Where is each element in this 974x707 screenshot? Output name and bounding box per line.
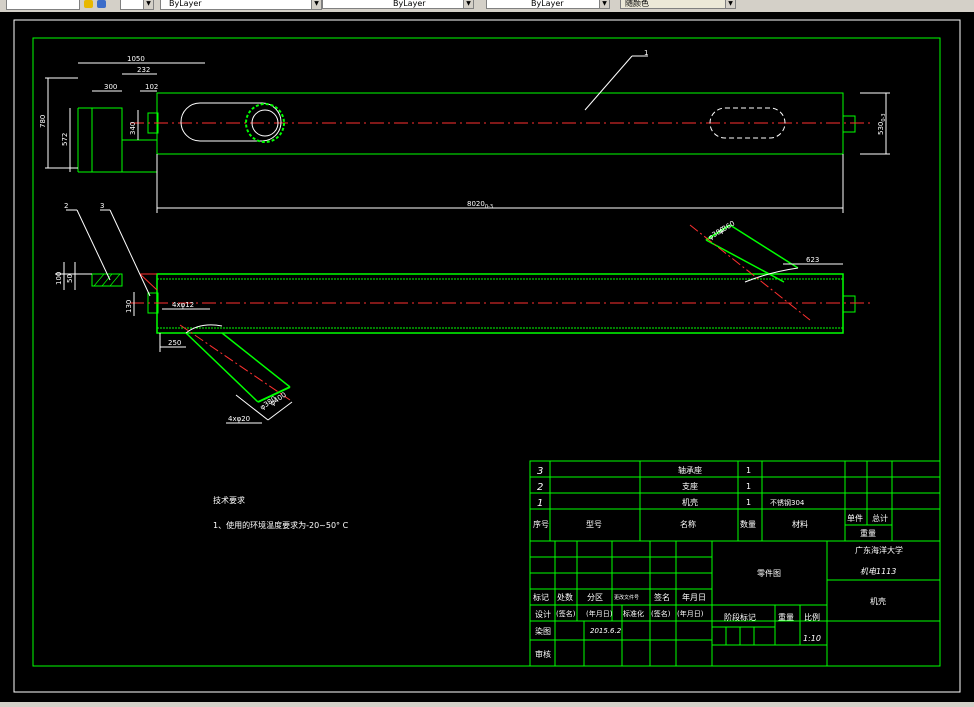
title-zone: 分区 [587,593,603,602]
front-view-outlet-pipe [705,224,799,283]
title-date-paren-2: (年月日) [677,609,704,618]
balloon-3-leader [109,209,151,297]
parts-header-weight: 重量 [860,528,876,538]
dim-250: 250 [168,339,181,347]
parts-row-3-name: 机壳 [682,497,698,507]
linetype-value: ByLayer [169,0,202,8]
title-design-date: 2015.6.2 [590,627,622,635]
parts-row-2-no: 2 [537,482,543,493]
linetype-dropdown[interactable]: ByLayer▼ [160,0,322,10]
color-style-value: 随颜色 [625,0,649,8]
title-weight: 重量 [778,612,794,622]
title-stage-mark: 阶段标记 [724,612,756,622]
parts-header-total-weight: 总计 [872,513,888,523]
title-class: 机电1113 [860,567,896,576]
sheet-border [13,19,961,693]
frame-border [32,37,941,667]
parts-row-2-name: 支座 [682,481,698,491]
title-review: 审核 [535,649,551,659]
top-view: 1 1050 232 300 102 780 572 340 80200-3 5… [39,49,890,213]
dim-100: 100 [55,272,63,285]
parts-header-name: 名称 [680,519,696,529]
properties-toolbar: ▼ ByLayer▼ ByLayer▼ ByLayer▼ 随颜色▼ [0,0,974,13]
top-view-inlet-flange [245,103,285,143]
dim-bottom-pipe-2: φ400 [269,391,288,408]
dim-300: 300 [104,83,117,91]
status-strip [0,702,974,707]
balloon-2-leader [76,209,111,281]
title-design: 设计 [535,609,551,619]
dim-340: 340 [129,122,137,135]
title-scale-label: 比例 [804,612,820,622]
title-signature: 签名 [654,592,670,602]
dim-102: 102 [145,83,158,91]
title-marks: 标记 [533,592,549,602]
dim-1050: 1050 [127,55,145,63]
parts-row-1-qty: 1 [746,466,751,475]
dim-50: 50 [66,274,74,283]
drawing-canvas[interactable]: 1 1050 232 300 102 780 572 340 80200-3 5… [0,12,974,702]
dim-572: 572 [61,133,69,146]
balloon-1-leader [584,55,633,111]
title-university: 广东海洋大学 [855,545,903,555]
dim-8020: 80200-3 [467,200,493,210]
title-block [529,540,941,667]
title-sign-paren-1: (签名) [556,609,576,618]
parts-header-unit-weight: 单件 [847,513,863,523]
notes-title: 技术要求 [213,495,245,505]
balloon-1-label: 1 [644,49,648,57]
lineweight-value: ByLayer [393,0,426,8]
top-view-flange [91,107,123,173]
title-drawing-type: 零件图 [757,568,781,578]
title-standardization: 标准化 [623,609,644,618]
title-date-paren-1: (年月日) [586,609,613,618]
front-view: φ380 φ360 623 φ380 φ400 4xφ20 250 4xφ12 … [55,202,870,424]
plotstyle-value: ByLayer [531,0,564,8]
top-view-inlet-slot [180,102,282,142]
layer-tool-icon[interactable] [97,0,106,8]
layer-dropdown[interactable] [6,0,80,10]
dim-holes: 4xφ12 [172,301,194,309]
parts-list [529,460,941,542]
parts-row-1-no: 3 [537,466,543,477]
top-view-shaft-right [842,115,856,133]
color-style-dropdown[interactable]: 随颜色▼ [620,0,736,9]
notes-line-1: 1、使用的环境温度要求为-20~50° C [213,520,349,530]
balloon-2-label: 2 [64,202,68,210]
top-view-outlet-hidden [709,107,786,139]
title-sign-paren-2: (签名) [651,609,671,618]
front-view-inlet-pipe [185,332,291,403]
drawing-svg[interactable]: 1 1050 232 300 102 780 572 340 80200-3 5… [0,12,974,702]
parts-row-3-no: 1 [537,498,543,509]
color-dropdown[interactable]: ▼ [120,0,154,10]
title-drafting: 染图 [535,626,551,636]
dim-bottom-holes: 4xφ20 [228,415,250,423]
title-change-doc: 更改文件号 [614,594,639,601]
layer-state-icon[interactable] [84,0,93,8]
parts-row-3-qty: 1 [746,498,751,507]
parts-row-1-name: 轴承座 [678,465,702,475]
title-scale-value: 1:10 [803,634,821,643]
title-date: 年月日 [682,592,706,602]
parts-header-code: 型号 [586,520,602,529]
balloon-3-label: 3 [100,202,104,210]
plotstyle-dropdown[interactable]: ByLayer▼ [486,0,610,9]
parts-row-3-material: 不锈钢304 [770,498,805,507]
title-part-name: 机壳 [870,596,886,606]
dim-530: 5300-3 [877,113,887,135]
front-view-shaft-right [842,295,856,313]
dim-130: 130 [125,300,133,313]
parts-row-2-qty: 1 [746,482,751,491]
dim-623: 623 [806,256,819,264]
parts-header-no: 序号 [533,519,549,529]
top-view-inlet-bore [251,109,279,137]
parts-header-material: 材料 [792,519,808,529]
lineweight-dropdown[interactable]: ByLayer▼ [322,0,474,9]
title-zones-count: 处数 [557,592,573,602]
dim-232: 232 [137,66,150,74]
dim-top-pipe-id: φ360 [717,219,736,235]
dim-780: 780 [39,115,47,128]
parts-header-qty: 数量 [740,519,756,529]
